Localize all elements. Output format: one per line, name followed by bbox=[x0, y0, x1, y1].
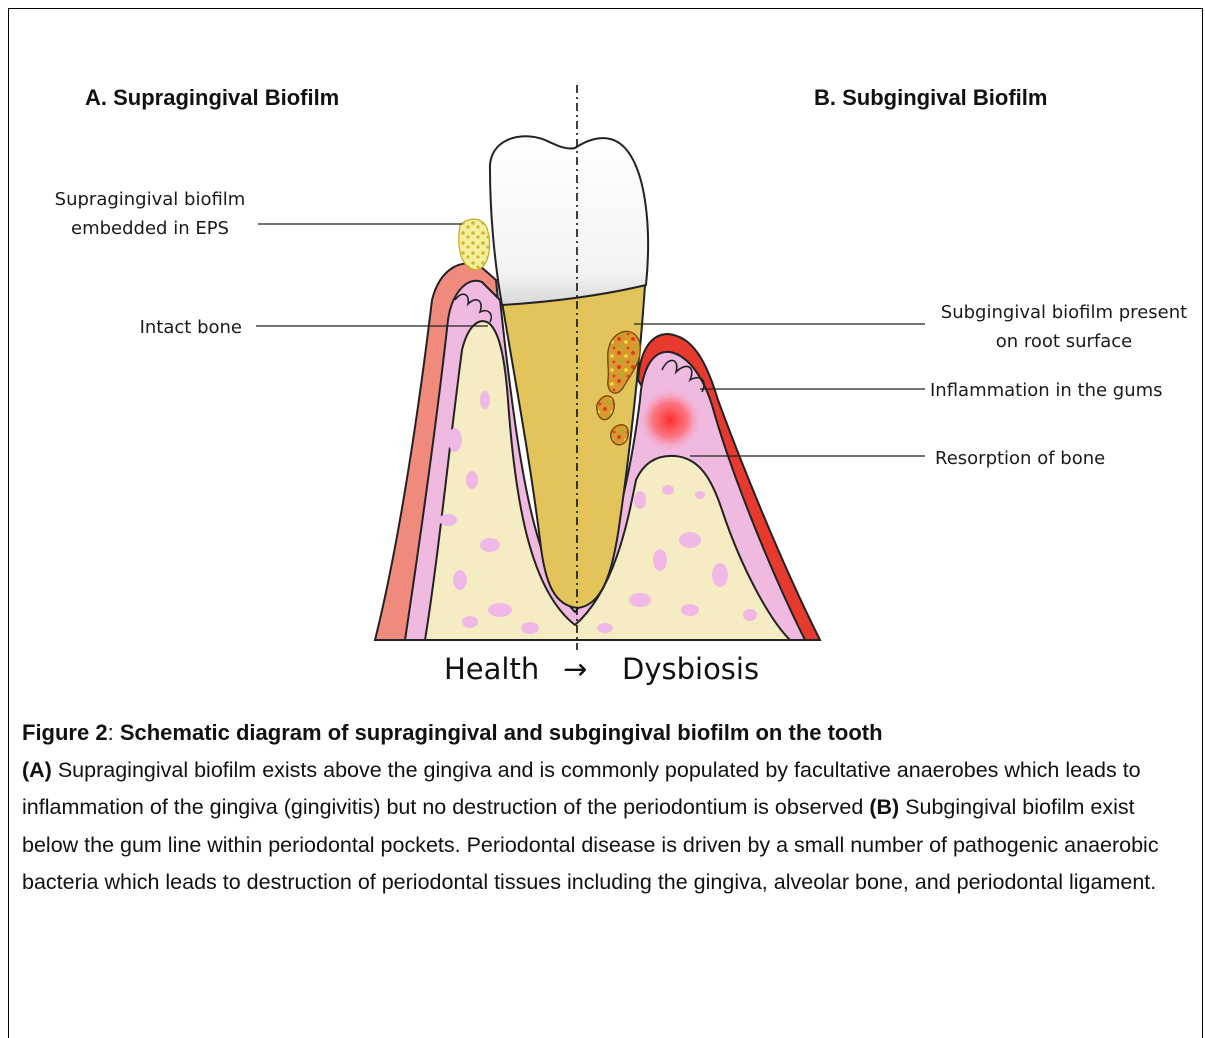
caption-a-marker: (A) bbox=[22, 758, 52, 782]
caption-title: Figure 2: Schematic diagram of supraging… bbox=[22, 714, 1187, 752]
label-intact-bone: Intact bone bbox=[140, 317, 242, 338]
label-subgingival-biofilm-1: Subgingival biofilm present bbox=[941, 302, 1187, 323]
caption-title-text: Schematic diagram of supragingival and s… bbox=[120, 720, 883, 745]
label-subgingival-biofilm-2: on root surface bbox=[996, 331, 1132, 352]
label-supragingival-biofilm-2: embedded in EPS bbox=[71, 218, 229, 239]
caption-b-marker: (B) bbox=[869, 795, 899, 819]
panel-a-title: A. Supragingival Biofilm bbox=[85, 85, 339, 110]
figure-number: Figure 2 bbox=[22, 720, 108, 745]
figure-caption: Figure 2: Schematic diagram of supraging… bbox=[22, 714, 1187, 902]
caption-colon: : bbox=[108, 720, 114, 745]
health-label: Health bbox=[444, 652, 539, 686]
tooth-crown bbox=[490, 136, 648, 305]
tooth-diagram: A. Supragingival Biofilm B. Subgingival … bbox=[0, 0, 1205, 712]
label-resorption: Resorption of bone bbox=[935, 448, 1105, 469]
supragingival-biofilm bbox=[459, 219, 490, 270]
label-supragingival-biofilm-1: Supragingival biofilm bbox=[55, 189, 246, 210]
dysbiosis-label: Dysbiosis bbox=[622, 652, 759, 686]
label-inflammation: Inflammation in the gums bbox=[930, 380, 1163, 401]
caption-body: (A) Supragingival biofilm exists above t… bbox=[22, 752, 1187, 902]
inflammation-spot bbox=[638, 388, 702, 452]
panel-b-title: B. Subgingival Biofilm bbox=[814, 85, 1047, 110]
arrow-right-icon: → bbox=[563, 652, 587, 686]
